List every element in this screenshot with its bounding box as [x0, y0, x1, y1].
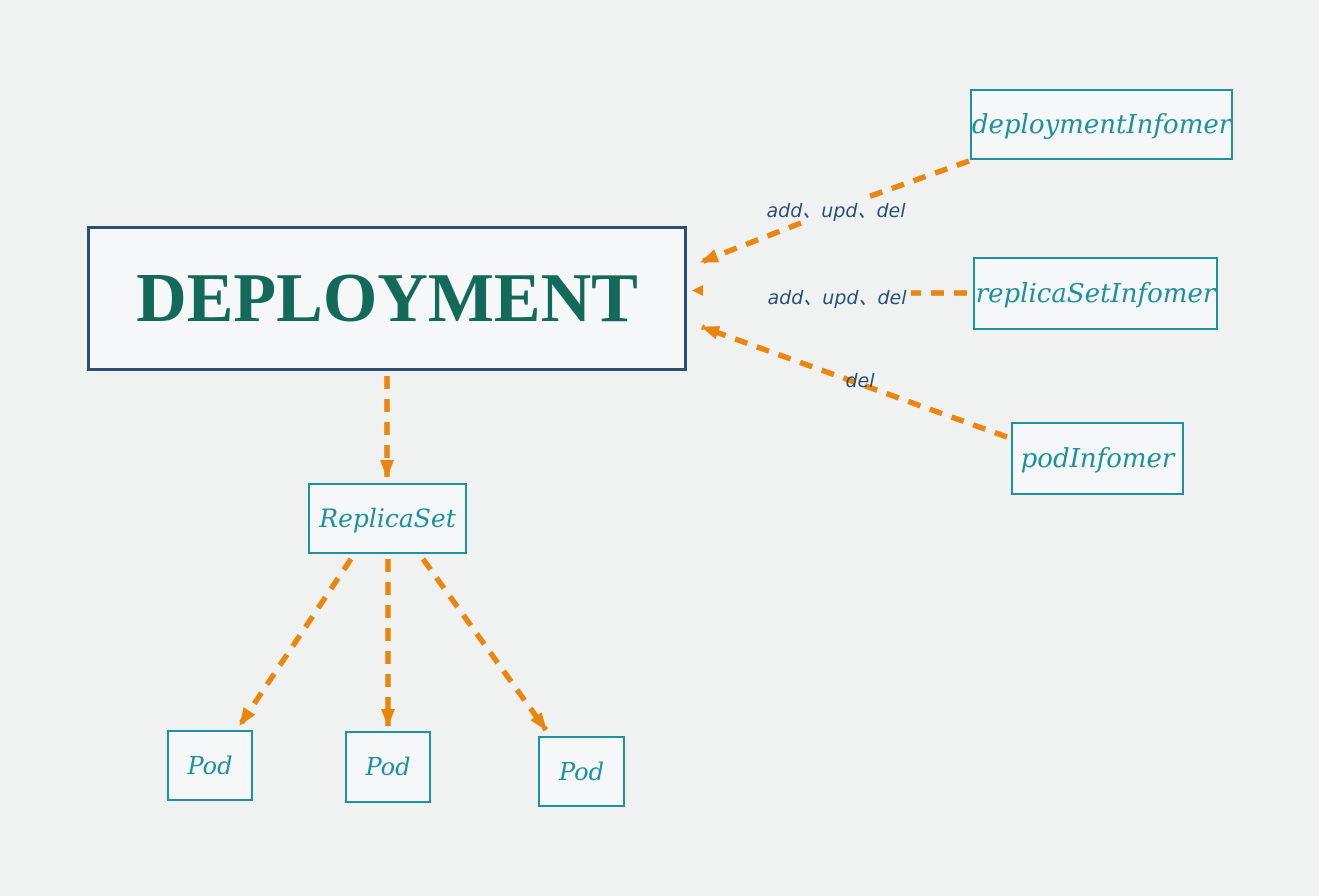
node-deployment-label: DEPLOYMENT	[136, 259, 638, 337]
node-pod-2: Pod	[345, 731, 431, 803]
edge-replicaset-to-pod-3	[420, 557, 549, 732]
edge-label-deployment-infomer: add、upd、del	[766, 200, 906, 222]
node-pod-3: Pod	[538, 736, 625, 807]
edge-deployment-infomer-to-deployment-upper	[867, 158, 970, 200]
node-replicaset-label: ReplicaSet	[319, 504, 456, 533]
node-pod-2-label: Pod	[365, 753, 411, 781]
node-replicaset-infomer: replicaSetInfomer	[973, 257, 1218, 330]
node-pod-1: Pod	[167, 730, 253, 801]
edge-label-replicaset-infomer: add、upd、del	[767, 287, 907, 309]
node-pod-infomer: podInfomer	[1011, 422, 1184, 495]
node-replicaset-infomer-label: replicaSetInfomer	[975, 278, 1216, 309]
node-deployment: DEPLOYMENT	[87, 226, 687, 371]
edge-replicaset-infomer-arrowhead	[692, 285, 703, 296]
edge-replicaset-to-pod-1	[237, 557, 354, 727]
edge-pod-infomer-to-deployment	[701, 324, 1008, 440]
edge-label-pod-infomer: del	[845, 370, 875, 392]
node-pod-1-label: Pod	[187, 751, 233, 780]
edge-deployment-infomer-to-deployment-lower	[700, 220, 802, 265]
node-deployment-infomer-label: deploymentInfomer	[971, 109, 1232, 140]
node-replicaset: ReplicaSet	[308, 483, 467, 554]
node-pod-3-label: Pod	[559, 757, 604, 786]
node-pod-infomer-label: podInfomer	[1020, 443, 1175, 474]
node-deployment-infomer: deploymentInfomer	[970, 89, 1233, 160]
